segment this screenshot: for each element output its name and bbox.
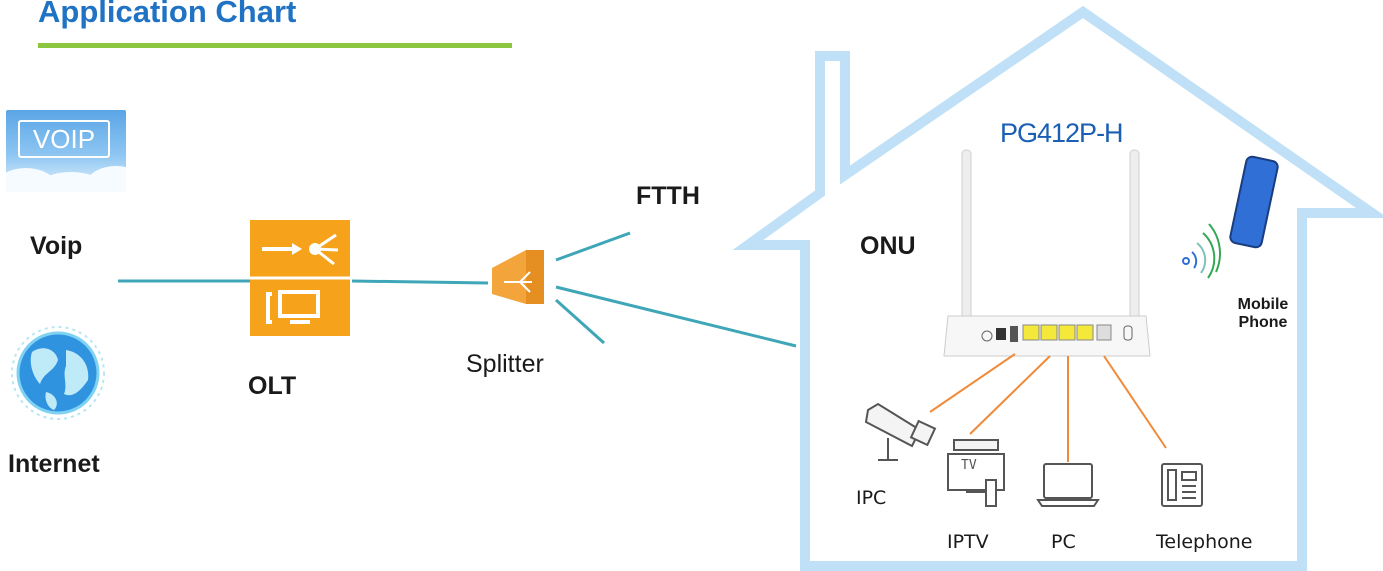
wifi-icon [1182,223,1221,279]
splitter-ftth-link [555,231,631,262]
ip-camera-icon [864,402,937,461]
internet-label: Internet [8,450,100,478]
olt-icon [250,220,350,336]
cable-ipc [929,353,1016,413]
cable-iptv [969,355,1051,435]
antenna-left [961,149,972,341]
cable-telephone [1103,355,1167,449]
iptv-icon [947,439,1005,507]
pc-label: PC [1051,531,1076,553]
globe-icon [11,326,105,420]
title-underline [38,43,512,48]
voip-label: Voip [30,232,83,260]
voip-image: VOIP [6,110,126,192]
iptv-label: IPTV [947,531,989,553]
tv-glyph: TV [961,458,977,473]
onu-label: ONU [860,232,916,260]
telephone-label: Telephone [1156,531,1253,553]
olt-splitter-link [351,279,489,285]
onu-router [943,315,1151,357]
house-outline [732,5,1383,571]
mobile-label-line1: Mobile [1237,296,1289,313]
mobile-phone-label: Mobile Phone [1218,296,1308,332]
antenna-right [1129,149,1140,341]
mobile-label-line2: Phone [1238,314,1288,331]
model-label: PG412P-H [1000,118,1124,148]
mobile-phone-icon [1229,155,1279,249]
ipc-label: IPC [856,487,887,509]
olt-label: OLT [248,372,297,400]
splitter-icon [492,250,544,304]
voip-badge: VOIP [18,120,110,158]
page-title: Application Chart [38,0,297,29]
telephone-icon [1161,463,1203,507]
laptop-icon [1036,463,1100,507]
ftth-label: FTTH [636,182,700,210]
splitter-extra-link [554,298,606,345]
splitter-onu-link [555,285,797,348]
splitter-label: Splitter [466,350,544,378]
